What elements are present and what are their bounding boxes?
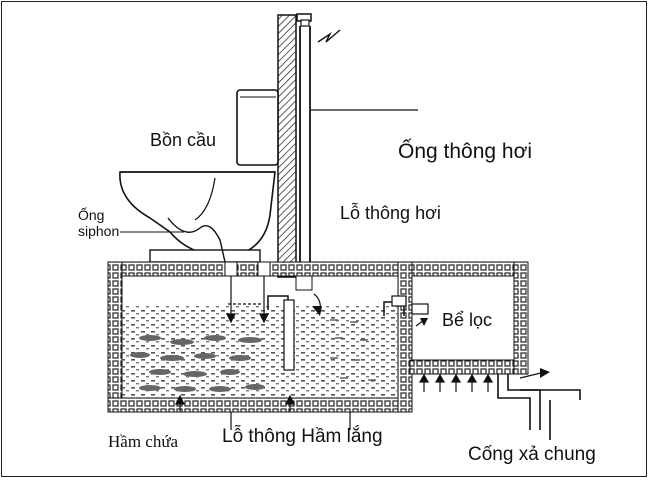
sludge: [130, 335, 265, 392]
tank-top-slab: [107, 261, 399, 277]
sewer-pipe: [497, 374, 531, 430]
label-siphon-line1: Ống: [78, 207, 105, 223]
label-common-sewer: Cống xả chung: [468, 444, 596, 465]
tank-bottom-slab: [107, 397, 411, 413]
label-toilet: Bồn cầu: [150, 130, 217, 150]
filter-up-arrows: [418, 373, 494, 392]
break-mark: [317, 29, 341, 43]
tank-right-wall: [513, 261, 529, 375]
wall-column: [277, 14, 297, 278]
siphon-pipe: [167, 217, 226, 263]
label-vent-hole: Lỗ thông hơi: [340, 203, 441, 223]
tank-left-wall: [107, 261, 123, 413]
tank-divider-wall: [397, 261, 413, 413]
label-filter-tank: Bể lọc: [442, 310, 493, 330]
label-settling-connector: Lỗ thông Hầm lắng: [222, 426, 383, 447]
label-vent-pipe: Ống thông hơi: [398, 140, 533, 163]
label-siphon: Ống siphon: [78, 207, 119, 239]
liquid-area: [122, 305, 398, 398]
filter-bottom: [409, 359, 515, 375]
flow-arrows: [226, 276, 269, 324]
toilet-bowl: [119, 171, 276, 258]
label-holding-chamber: Hầm chứa: [108, 432, 179, 451]
toilet-tank: [236, 89, 279, 166]
label-siphon-line2: siphon: [78, 223, 120, 239]
toilet-base: [149, 249, 261, 263]
